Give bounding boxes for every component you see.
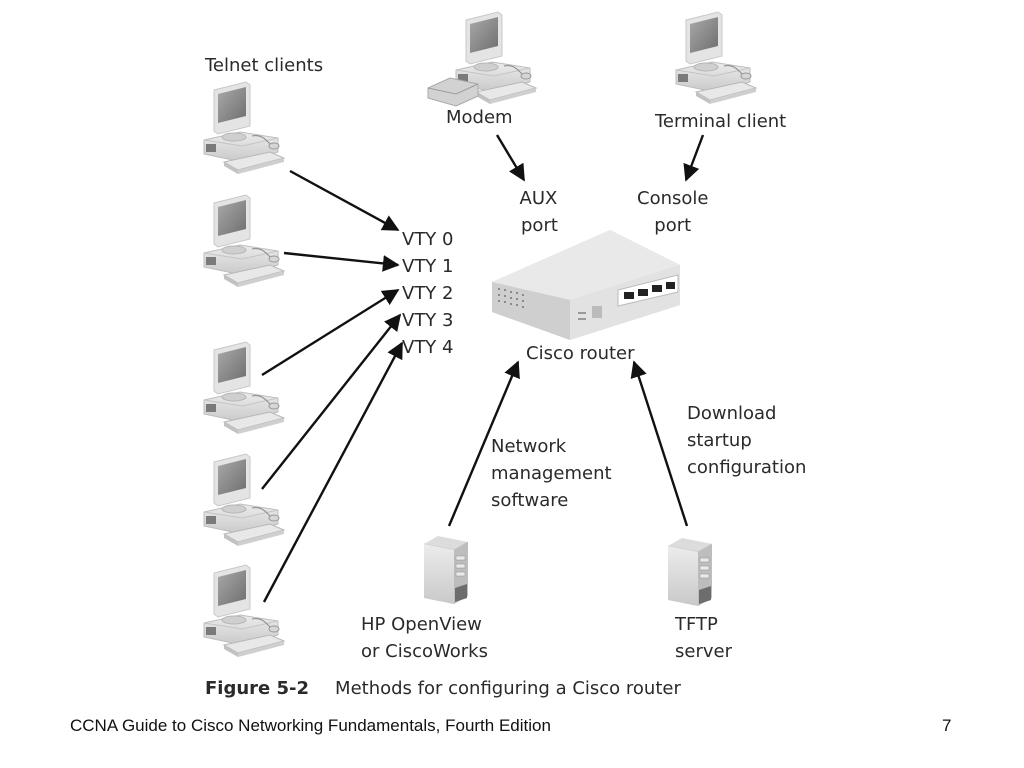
cisco-router-label: Cisco router [526,343,635,364]
hp-openview-server-icon [423,535,469,605]
hp-openview-line-1: HP OpenView [361,614,482,635]
console-port-line-1: Console [637,188,709,209]
console-port-label: Console port [637,185,708,239]
arrow-telnet5-vty4 [262,341,404,603]
download-config-line-2: startup [687,430,752,451]
hp-openview-line-2: or CiscoWorks [361,641,488,662]
vty-1-label: VTY 1 [402,256,454,277]
figure-caption-text: Methods for configuring a Cisco router [335,678,681,699]
arrow-telnet1-vty0 [289,169,400,232]
download-config-label: Download startup configuration [687,400,806,481]
vty-3-label: VTY 3 [402,310,454,331]
aux-port-line-1: AUX [519,188,558,209]
page-number: 7 [942,716,952,735]
tftp-server-line-2: server [675,641,732,662]
telnet-client-3-icon [203,341,285,435]
arrow-telnet4-vty3 [261,313,402,490]
vty-0-label: VTY 0 [402,229,454,250]
arrow-telnet3-vty2 [261,288,400,377]
telnet-client-2-icon [203,194,285,288]
terminal-client-icon [675,11,757,105]
vty-lines: VTY 0 VTY 1 VTY 2 VTY 3 VTY 4 [402,226,453,361]
footer-title: CCNA Guide to Cisco Networking Fundament… [70,716,551,735]
hp-openview-label: HP OpenView or CiscoWorks [361,611,488,665]
network-management-line-3: software [491,490,569,511]
cisco-router-icon [492,230,680,340]
console-port-line-2: port [654,215,692,236]
arrow-telnet2-vty1 [283,251,400,272]
arrow-tftp-router [630,360,689,527]
terminal-client-label: Terminal client [655,111,787,132]
download-config-line-3: configuration [687,457,807,478]
download-config-line-1: Download [687,403,777,424]
tftp-server-icon [667,537,713,607]
arrow-terminal-console [683,134,705,182]
aux-port-label: AUX port [517,185,558,239]
figure-number: Figure 5-2 [205,678,310,699]
telnet-client-5-icon [203,564,285,658]
vty-2-label: VTY 2 [402,283,454,304]
figure-caption: Figure 5-2 Methods for configuring a Cisc… [205,678,681,699]
tftp-server-line-1: TFTP [675,614,718,635]
tftp-server-label: TFTP server [675,611,732,665]
network-management-line-2: management [491,463,612,484]
arrow-openview-router [447,360,520,527]
telnet-clients-label: Telnet clients [205,55,324,76]
network-management-label: Network management software [491,433,612,514]
modem-label: Modem [446,107,513,128]
telnet-client-1-icon [203,81,285,175]
vty-4-label: VTY 4 [402,337,454,358]
aux-port-line-2: port [521,215,558,236]
network-management-line-1: Network [491,436,567,457]
modem-icon [427,11,537,107]
arrow-modem-aux [495,134,526,182]
telnet-client-4-icon [203,453,285,547]
